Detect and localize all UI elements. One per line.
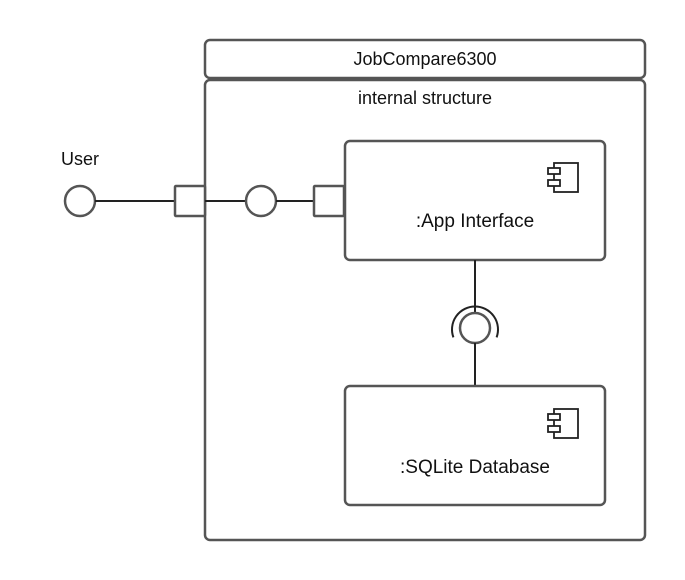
sqlite-database-component <box>343 384 607 507</box>
sqlite-database-label: :SQLite Database <box>400 457 550 478</box>
system-subtitle: internal structure <box>358 88 492 108</box>
socket-interface <box>451 305 499 338</box>
ball-interface <box>458 311 492 345</box>
app-interface-port <box>312 184 346 218</box>
user-label: User <box>61 149 99 169</box>
app-interface-component <box>343 139 607 262</box>
provided-interface-circle <box>244 184 278 218</box>
component-icon <box>547 162 579 193</box>
component-icon <box>547 408 579 439</box>
system-port <box>173 184 207 218</box>
app-interface-label: :App Interface <box>416 211 534 232</box>
user-interface-circle <box>63 184 97 218</box>
system-title-box <box>203 38 647 80</box>
system-title: JobCompare6300 <box>353 49 496 69</box>
